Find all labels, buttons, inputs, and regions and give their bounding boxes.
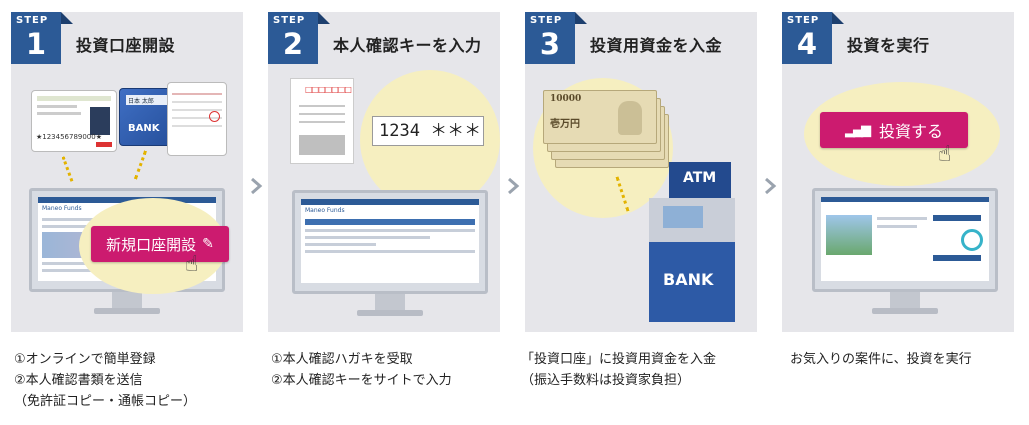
verification-key-display: 1234 ＊＊＊ — [372, 116, 484, 146]
step-4-title: 投資を実行 — [847, 36, 930, 55]
caption-line: ①オンラインで簡単登録 — [14, 352, 156, 367]
new-account-button[interactable]: 新規口座開設 ✎ — [91, 226, 229, 262]
chevron-right-icon — [765, 177, 777, 195]
caption-line: ②本人確認書類を送信 — [14, 373, 143, 388]
step-label: STEP — [16, 15, 49, 26]
step-number: 1 — [25, 27, 47, 61]
atm-machine-image: ATM BANK — [643, 162, 743, 322]
step-4-panel: STEP 4 投資を実行 ▂▄▆ 投資する ☝ — [782, 12, 1014, 332]
step-2-panel: STEP 2 本人確認キーを入力 □□□□□□□ 1234 ＊＊＊ Maneo … — [268, 12, 500, 332]
monitor-stand — [112, 292, 142, 308]
step-1-badge: STEP 1 — [11, 12, 73, 64]
monitor-base — [357, 310, 423, 316]
caption-line: （振込手数料は投資家負担） — [521, 373, 691, 388]
bank-label: BANK — [663, 270, 714, 289]
bank-card-label: BANK — [128, 123, 160, 134]
pointing-hand-icon: ☝ — [185, 252, 199, 277]
bank-card-holder: 日本 太郎 — [128, 98, 154, 105]
license-number: ★123456789000★ — [36, 133, 102, 141]
step-1-panel: STEP 1 投資口座開設 ★123456789000★ 日本 太郎 BANK … — [11, 12, 243, 332]
step-1-header: STEP 1 投資口座開設 — [11, 12, 243, 68]
monitor-image — [812, 188, 998, 292]
monitor-screen: Maneo Funds — [301, 199, 479, 283]
step-number: 2 — [282, 27, 304, 61]
step-2-badge: STEP 2 — [268, 12, 330, 64]
monitor-screen — [821, 197, 989, 281]
step-label: STEP — [273, 15, 306, 26]
banknote-kanji: 壱万円 — [550, 119, 580, 130]
step-1-caption: ①オンラインで簡単登録 ②本人確認書類を送信 （免許証コピー・通帳コピー） — [14, 349, 196, 412]
caption-line: （免許証コピー・通帳コピー） — [14, 394, 197, 409]
bar-chart-icon: ▂▄▆ — [844, 122, 871, 138]
caption-line: ②本人確認キーをサイトで入力 — [271, 373, 452, 388]
caption-line: 「投資口座」に投資用資金を入金 — [521, 352, 717, 367]
step-4-caption: お気入りの案件に、投資を実行 — [790, 349, 972, 370]
step-3-caption: 「投資口座」に投資用資金を入金 （振込手数料は投資家負担） — [521, 349, 716, 391]
step-3-panel: STEP 3 投資用資金を入金 10000 壱万円 ATM BANK — [525, 12, 757, 332]
new-account-button-label: 新規口座開設 — [106, 235, 197, 254]
site-logo: Maneo Funds — [42, 205, 82, 212]
pointing-hand-icon: ☝ — [938, 142, 952, 167]
site-logo: Maneo Funds — [305, 207, 345, 214]
step-number: 3 — [539, 27, 561, 61]
step-3-header: STEP 3 投資用資金を入金 — [525, 12, 757, 68]
step-number: 4 — [796, 27, 818, 61]
step-2-caption: ①本人確認ハガキを受取 ②本人確認キーをサイトで入力 — [271, 349, 452, 391]
monitor-image: Maneo Funds — [292, 190, 488, 294]
verification-key-value: 1234 ＊＊＊ — [379, 121, 482, 141]
banknote-value: 10000 — [550, 94, 582, 104]
monitor-stand — [890, 292, 920, 308]
step-label: STEP — [530, 15, 563, 26]
invest-button-label: 投資する — [878, 122, 943, 141]
step-4-badge: STEP 4 — [782, 12, 844, 64]
caption-line: ①本人確認ハガキを受取 — [271, 352, 413, 367]
step-label: STEP — [787, 15, 820, 26]
monitor-stand — [375, 294, 405, 310]
banknote-image: 10000 壱万円 — [543, 90, 657, 144]
monitor-base — [94, 308, 160, 314]
monitor-base — [872, 308, 938, 314]
step-4-header: STEP 4 投資を実行 — [782, 12, 1014, 68]
postal-code-boxes: □□□□□□□ — [305, 85, 352, 94]
atm-label: ATM — [683, 170, 717, 186]
postcard-image: □□□□□□□ — [290, 78, 354, 164]
dotted-arrow — [61, 156, 74, 182]
chevron-right-icon — [251, 177, 263, 195]
pen-icon: ✎ — [202, 236, 214, 252]
dotted-arrow — [133, 150, 148, 180]
step-3-title: 投資用資金を入金 — [590, 36, 723, 55]
drivers-license-image: ★123456789000★ — [31, 90, 117, 152]
step-2-header: STEP 2 本人確認キーを入力 — [268, 12, 500, 68]
passbook-image — [167, 82, 227, 156]
invest-button[interactable]: ▂▄▆ 投資する — [820, 112, 968, 148]
step-2-title: 本人確認キーを入力 — [333, 36, 482, 55]
step-1-title: 投資口座開設 — [76, 36, 176, 55]
chevron-right-icon — [508, 177, 520, 195]
step-3-badge: STEP 3 — [525, 12, 587, 64]
caption-line: お気入りの案件に、投資を実行 — [790, 352, 972, 367]
